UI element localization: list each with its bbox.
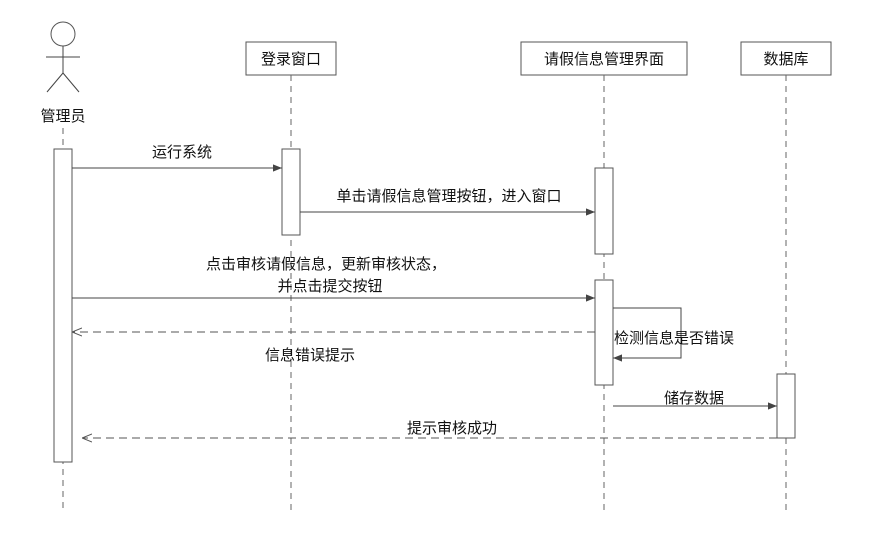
activation-leave-mgmt-2: [594, 279, 614, 386]
message-review-success-label: 提示审核成功: [407, 419, 497, 437]
message-open-leave-mgmt-label: 单击请假信息管理按钮，进入窗口: [336, 187, 561, 205]
participant-leave-mgmt-label: 请假信息管理界面: [544, 50, 664, 68]
activation-admin: [53, 148, 73, 463]
message-self-check-arrow: [613, 307, 682, 362]
message-review-submit-label-2: 并点击提交按钮: [277, 277, 382, 295]
activation-database: [776, 373, 796, 439]
activation-login-window: [281, 148, 301, 236]
participant-leave-mgmt: 请假信息管理界面: [520, 41, 688, 76]
activation-leave-mgmt-1: [594, 167, 614, 255]
actor-admin-label: 管理员: [40, 107, 85, 125]
message-run-system-label: 运行系统: [152, 143, 212, 161]
participant-database: 数据库: [740, 41, 832, 76]
message-store-data-label: 储存数据: [664, 389, 724, 407]
actor-admin: [46, 21, 80, 93]
participant-login-window-label: 登录窗口: [261, 50, 321, 68]
participant-database-label: 数据库: [763, 50, 808, 68]
message-self-check-label: 检测信息是否错误: [614, 329, 734, 347]
message-error-prompt-label: 信息错误提示: [265, 346, 355, 364]
message-review-submit-label-1: 点击审核请假信息，更新审核状态，: [206, 255, 446, 273]
participant-login-window: 登录窗口: [245, 41, 337, 76]
